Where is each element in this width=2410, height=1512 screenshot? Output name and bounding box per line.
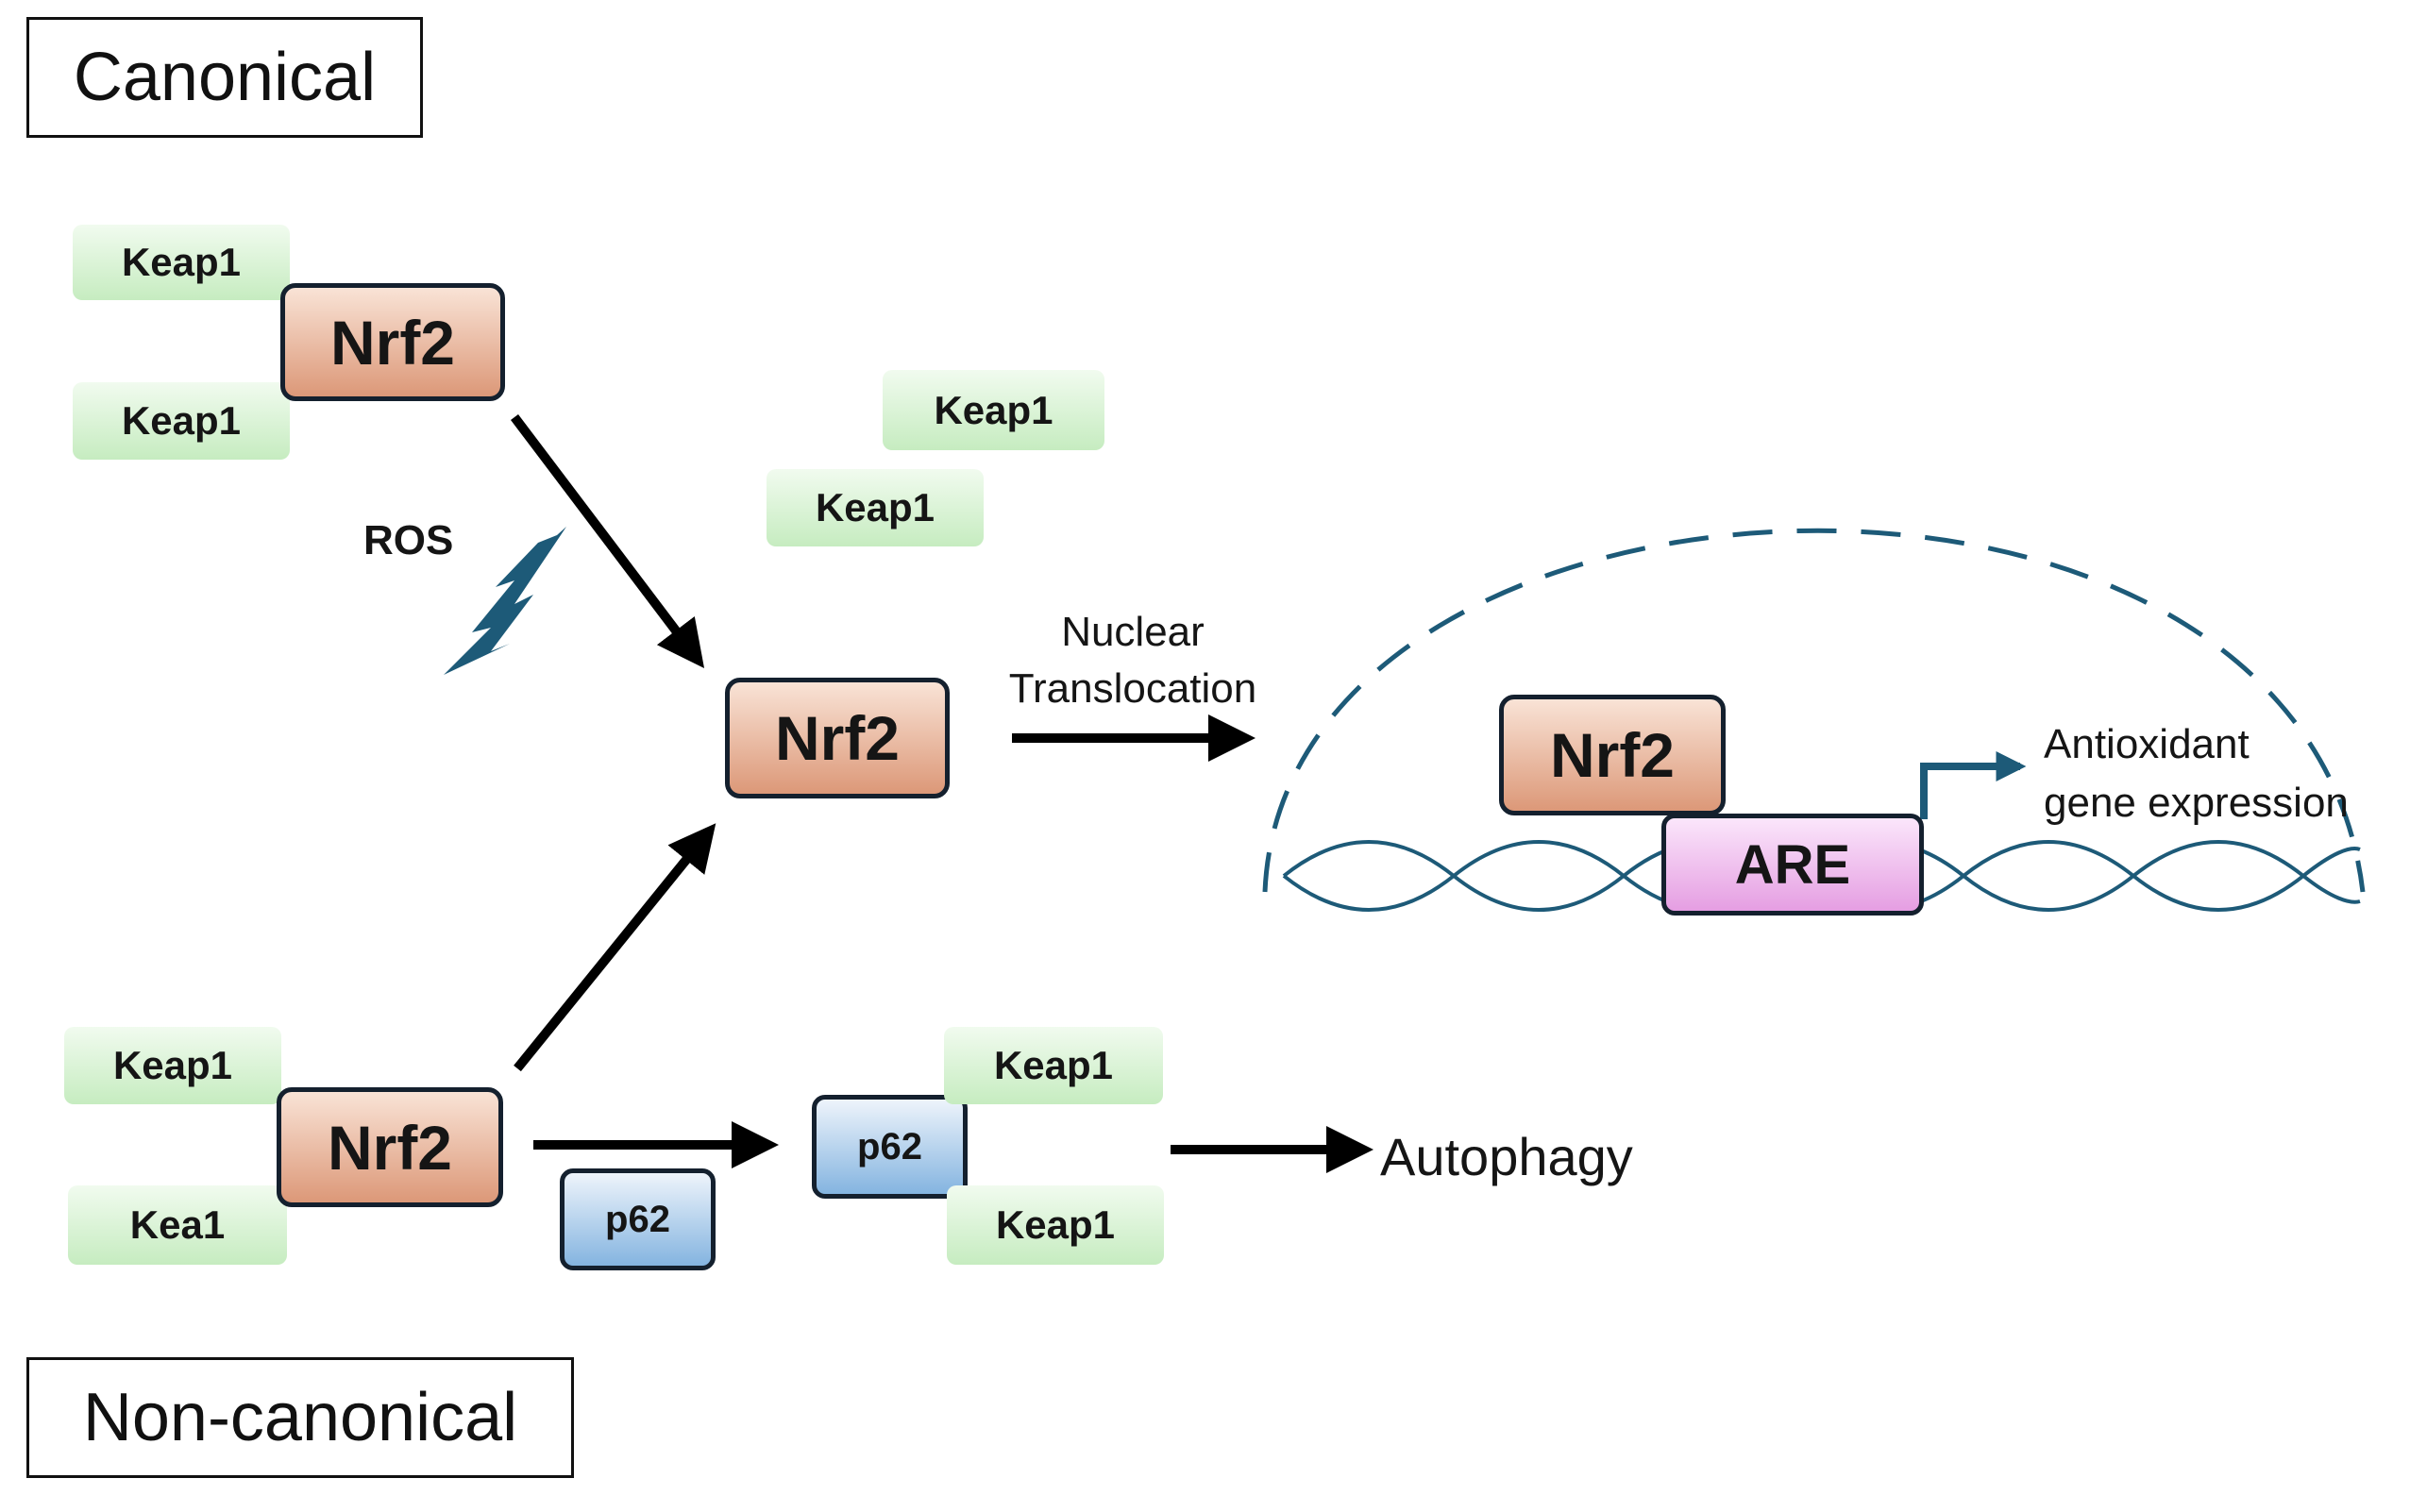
nuclear-label-line1: Nuclear (1061, 609, 1205, 655)
kea1-noncanonical-bottom: Kea1 (68, 1185, 287, 1265)
nrf2-free: Nrf2 (725, 678, 950, 798)
autophagy-label: Autophagy (1380, 1127, 1633, 1186)
ros-label: ROS (363, 517, 454, 563)
keap1-canonical-bottom: Keap1 (73, 382, 290, 460)
arrow-keap1-release (511, 413, 705, 668)
keap1-noncanonical-top: Keap1 (64, 1027, 281, 1104)
are-element: ARE (1661, 814, 1924, 916)
non-canonical-header: Non-canonical (26, 1357, 574, 1478)
transcription-arrow-icon (1920, 751, 2027, 819)
antioxidant-gene-expression-label: Antioxidant gene expression (2044, 715, 2349, 832)
ros-lightning-bolt-icon (444, 527, 566, 675)
p62-complex: p62 (812, 1095, 968, 1199)
p62-free: p62 (560, 1168, 716, 1270)
arrow-noncanonical-release (514, 823, 716, 1072)
nucleus-boundary (1262, 528, 2366, 893)
nuclear-label-line2: Translocation (1008, 665, 1257, 712)
keap1-p62-bottom: Keap1 (947, 1185, 1164, 1265)
canonical-header: Canonical (26, 17, 423, 138)
antioxidant-label-line1: Antioxidant (2044, 721, 2250, 767)
keap1-canonical-top: Keap1 (73, 225, 290, 300)
keap1-p62-top: Keap1 (944, 1027, 1163, 1104)
nrf2-noncanonical: Nrf2 (277, 1087, 503, 1207)
antioxidant-label-line2: gene expression (2044, 780, 2349, 826)
keap1-released-bottom: Keap1 (767, 469, 984, 546)
keap1-released-top: Keap1 (883, 370, 1104, 450)
nuclear-translocation-label: Nuclear Translocation (982, 604, 1284, 717)
nrf2-canonical: Nrf2 (280, 283, 505, 401)
nrf2-nuclear: Nrf2 (1499, 695, 1726, 815)
